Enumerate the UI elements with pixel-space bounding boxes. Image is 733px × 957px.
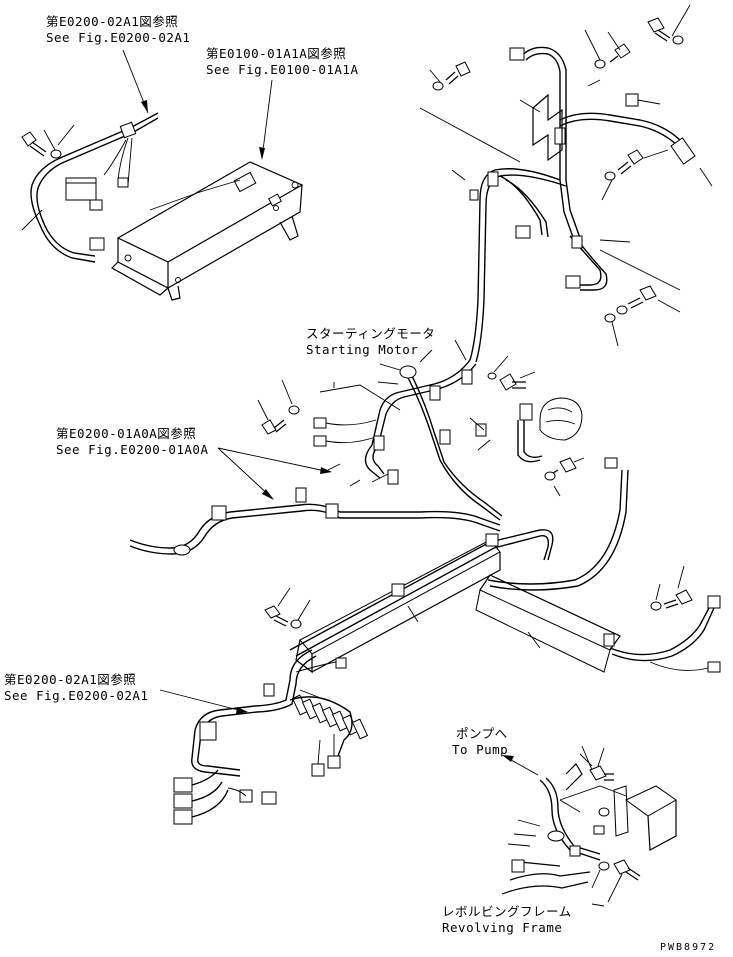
to-pump-en: To Pump	[452, 742, 509, 757]
revolving-frame-en: Revolving Frame	[442, 920, 563, 935]
ref-mid-left-en: See Fig.E0200-01A0A	[56, 442, 209, 457]
to-pump-jp: ポンプへ	[456, 726, 508, 741]
starting-motor-en: Starting Motor	[306, 342, 419, 357]
frame-tray-assembly	[111, 79, 304, 301]
ref-bottom-left-jp: 第E0200-02A1図参照	[4, 672, 137, 687]
pump-connection-assembly	[501, 745, 677, 907]
lower-frame-bars	[264, 457, 721, 674]
drawing-code: PWB8972	[660, 942, 717, 953]
ref-mid-left-jp: 第E0200-01A0A図参照	[56, 426, 197, 441]
ref-top-left-en: See Fig.E0200-02A1	[46, 30, 191, 45]
starting-motor-area	[257, 339, 583, 521]
ref-top-mid-en: See Fig.E0100-01A1A	[206, 62, 359, 77]
ref-bottom-left-en: See Fig.E0200-02A1	[4, 688, 149, 703]
bottom-left-harness-assembly	[159, 649, 369, 825]
ref-top-left-jp: 第E0200-02A1図参照	[46, 14, 179, 29]
left-harness-assembly	[129, 447, 501, 556]
top-left-harness-assembly	[21, 49, 159, 263]
ref-top-mid-jp: 第E0100-01A1A図参照	[206, 46, 347, 61]
top-right-harness	[419, 4, 713, 363]
starting-motor-jp: スターティングモータ	[306, 326, 436, 341]
revolving-frame-jp: レボルビングフレーム	[442, 904, 572, 919]
